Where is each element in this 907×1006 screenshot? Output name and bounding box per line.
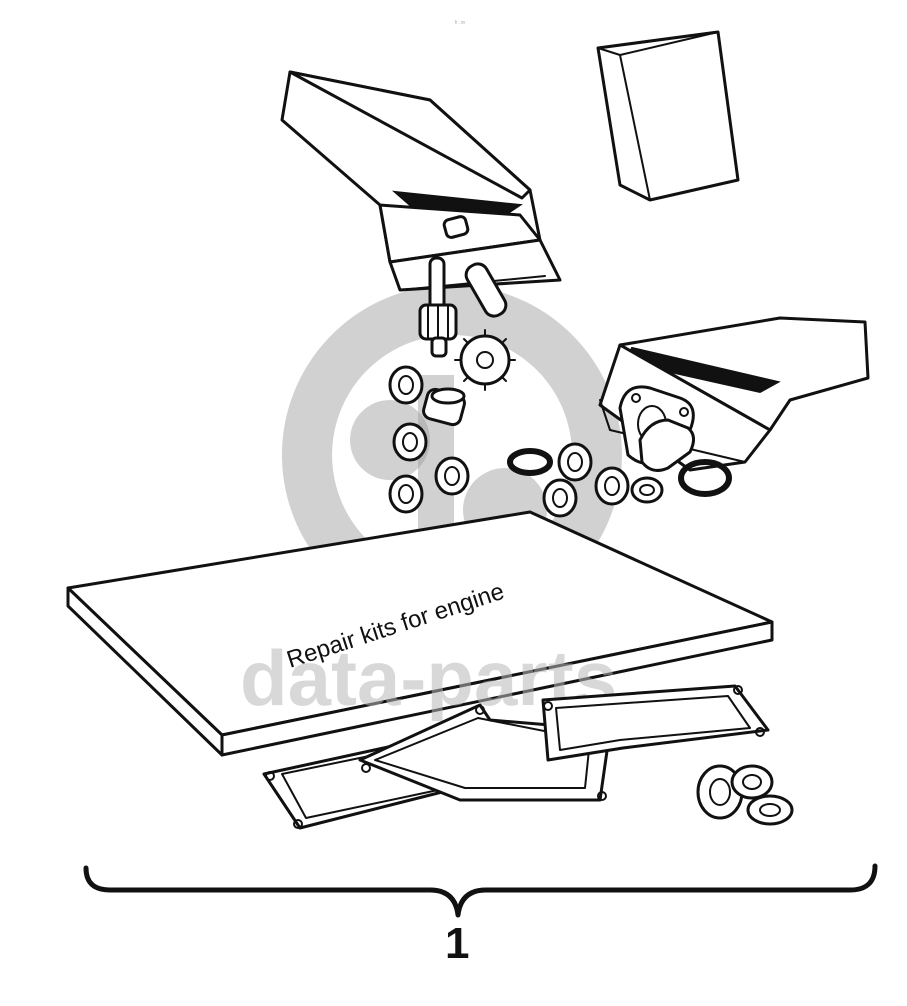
- callout-number: 1: [445, 919, 469, 968]
- flange-gaskets: [618, 385, 695, 472]
- o-rings: [507, 448, 732, 497]
- gear: [454, 329, 516, 391]
- pinion-shaft: [418, 256, 458, 358]
- kit-box-upper-left: [280, 70, 562, 292]
- repair-manual: Repair kits for engine: [66, 510, 774, 757]
- header-mark: ᵇ ·ˢˢ: [455, 20, 465, 27]
- kit-box-small: [596, 30, 740, 202]
- group-brace: [83, 863, 878, 918]
- small-sleeve: [442, 215, 470, 239]
- bushing: [422, 387, 466, 427]
- washers: [388, 365, 664, 518]
- dowel-pin: [464, 262, 508, 318]
- shaft-seals: [696, 764, 794, 826]
- cover-gaskets: [262, 684, 770, 830]
